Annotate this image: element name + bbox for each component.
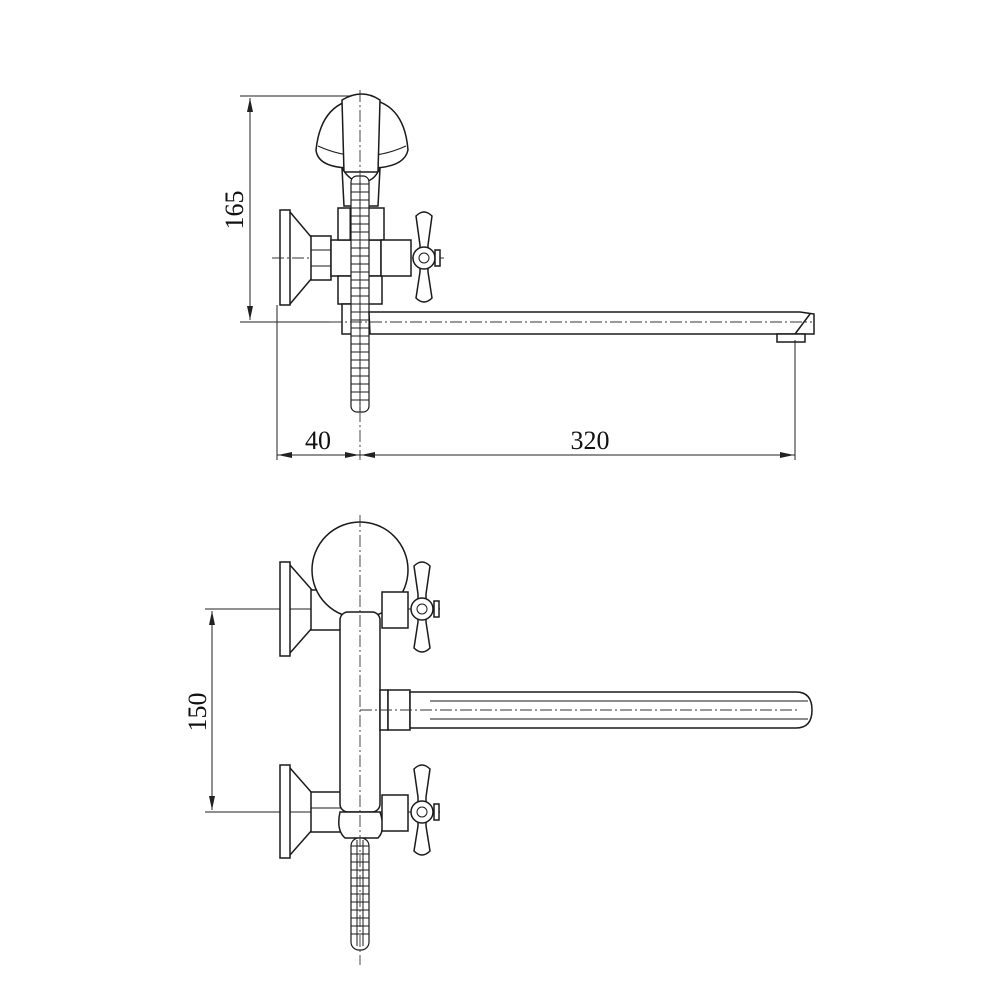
dimension-horizontal: 40 320 [276, 305, 796, 460]
cross-handle-lower [410, 764, 440, 856]
front-view: 150 [183, 515, 813, 965]
dimension-label-40: 40 [305, 426, 331, 455]
dimension-label-165: 165 [220, 191, 249, 230]
dimension-label-320: 320 [571, 426, 610, 455]
spout-front-view [360, 691, 813, 729]
dimension-height-165: 165 [220, 95, 350, 323]
hose-front-view [350, 837, 370, 951]
spout-top-view [330, 311, 815, 343]
top-view: 165 [220, 90, 815, 460]
wall-flange-top [279, 209, 313, 306]
cross-handle-top [412, 211, 441, 303]
cross-handle-upper [410, 561, 440, 653]
dimension-label-150: 150 [183, 693, 212, 732]
